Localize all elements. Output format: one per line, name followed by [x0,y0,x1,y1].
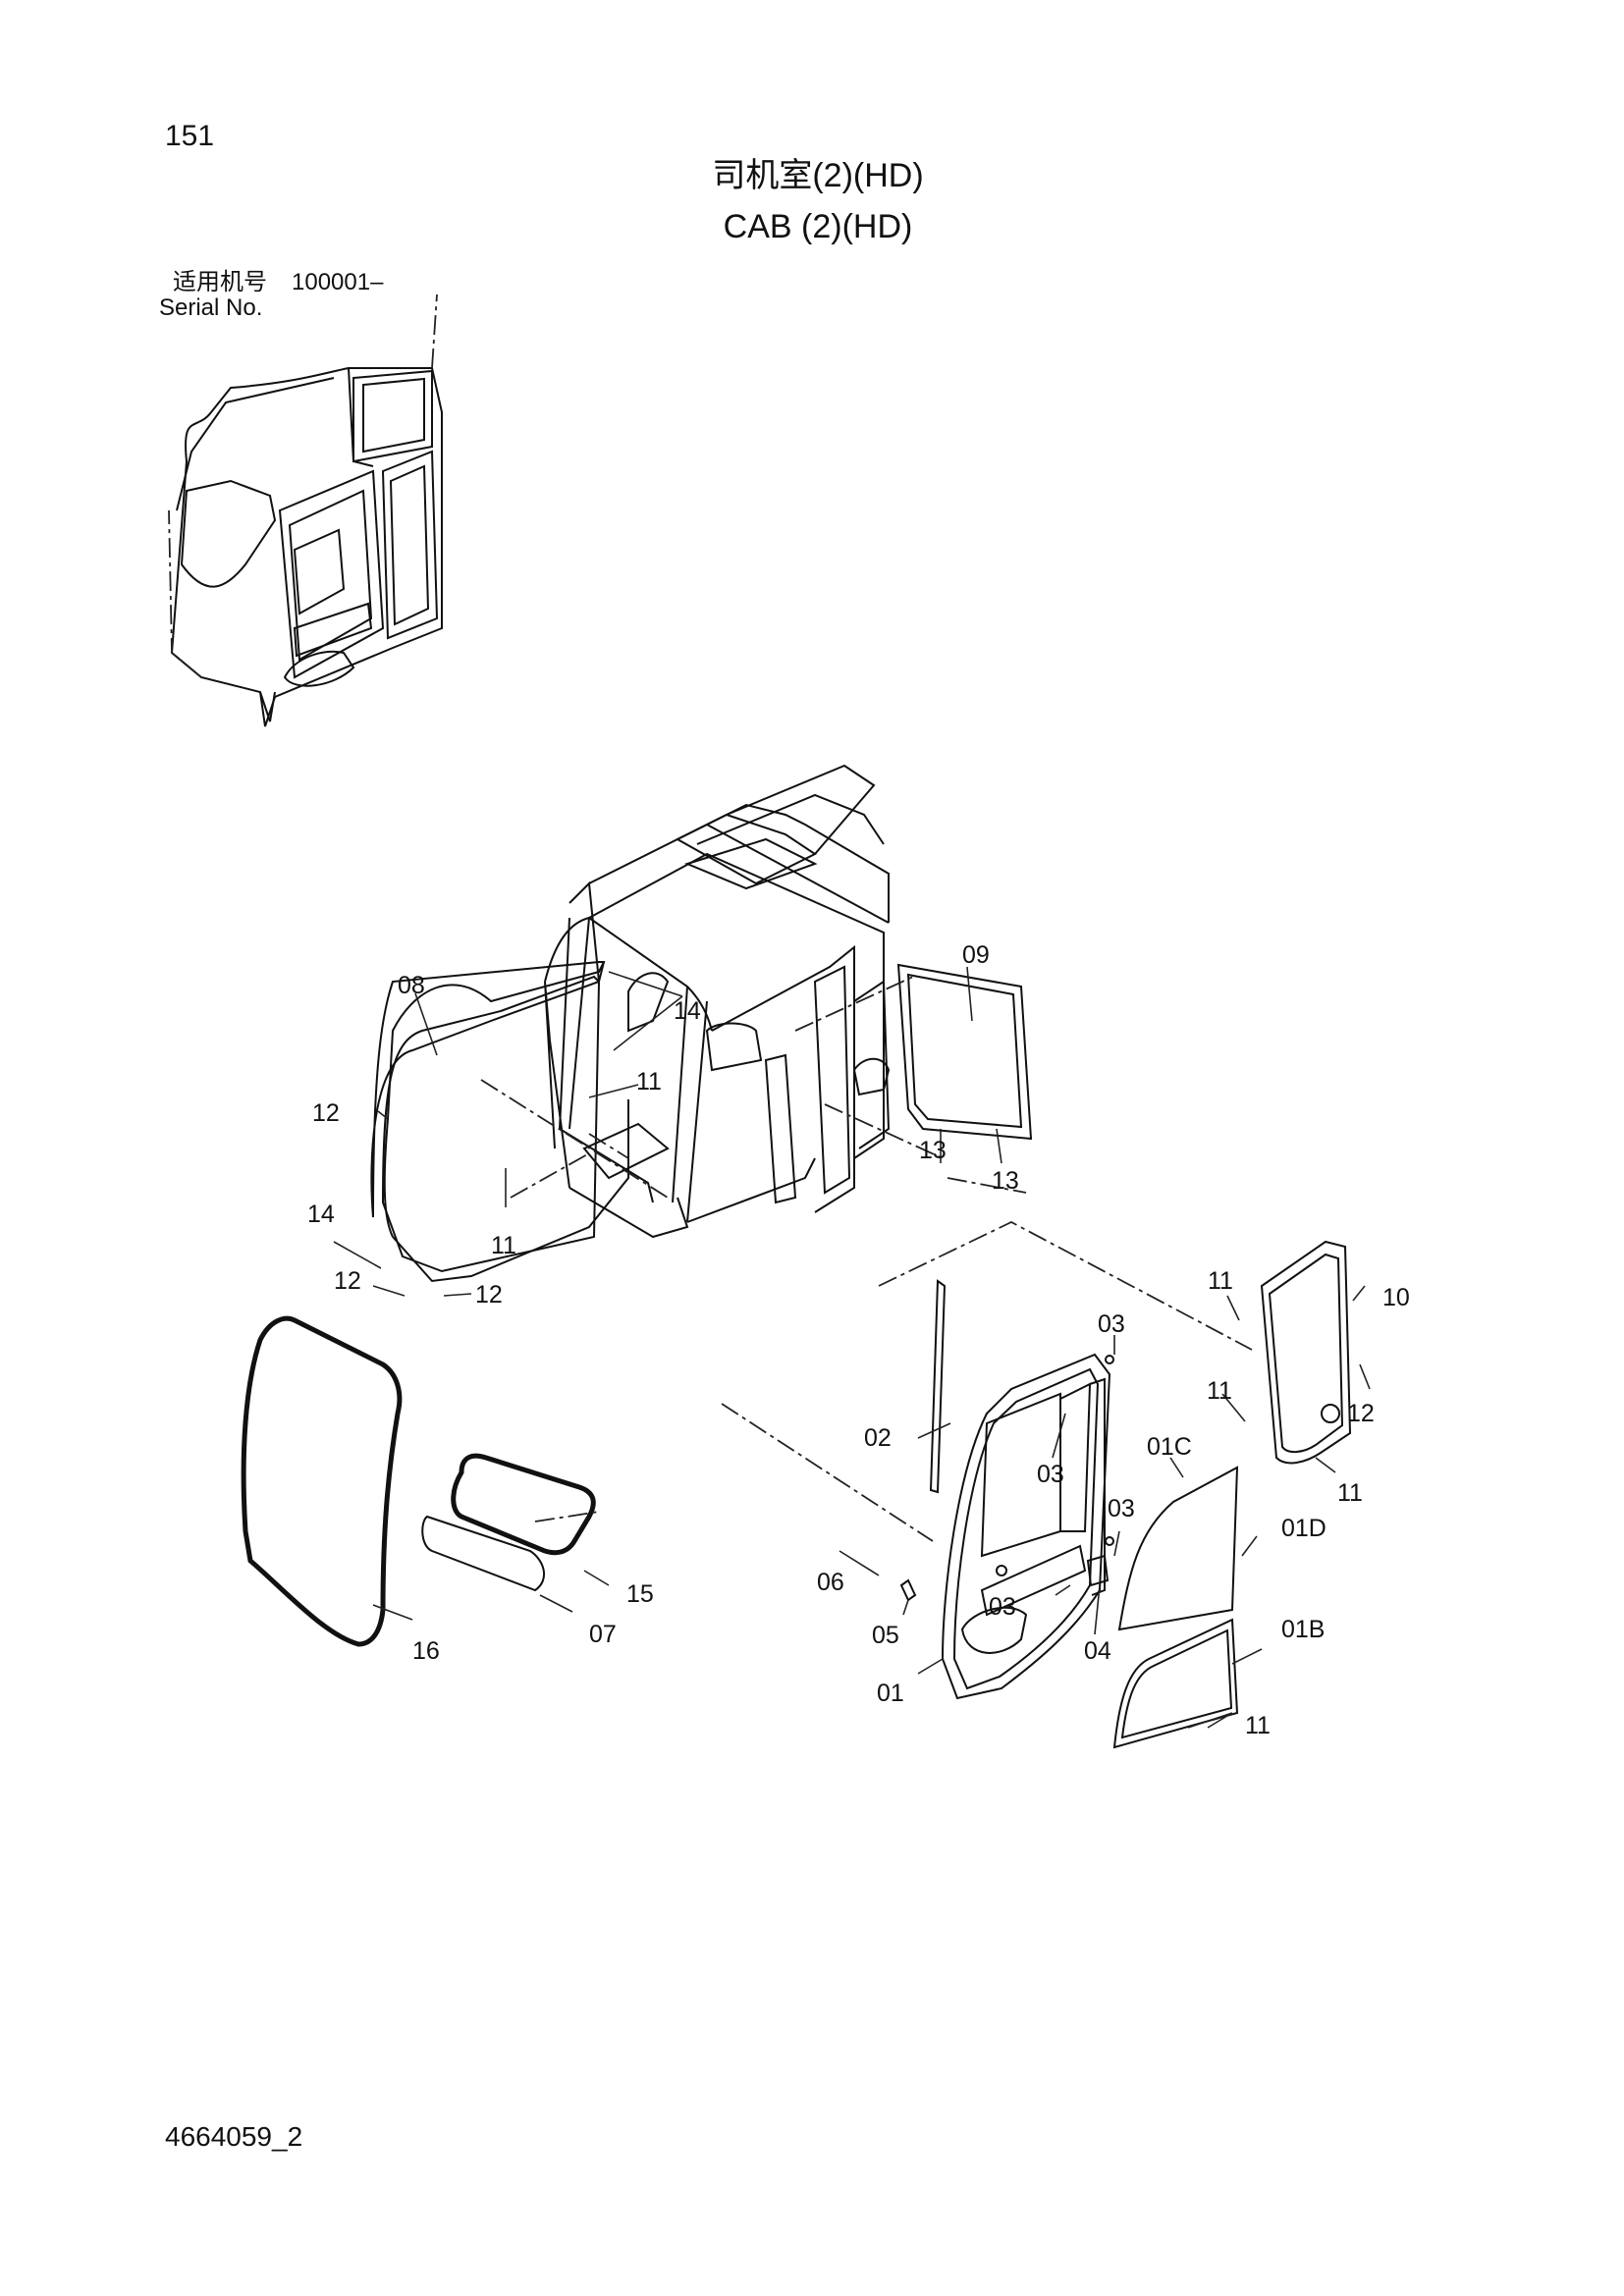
callout-06: 06 [817,1569,844,1596]
document-code: 4664059_2 [165,2121,303,2152]
callout-11: 11 [1337,1479,1363,1507]
glass-panel-10 [1260,1240,1352,1465]
title-chinese: 司机室(2)(HD) [712,157,924,194]
callout-12: 12 [475,1281,503,1308]
callout-10: 10 [1382,1284,1410,1311]
page-number: 151 [165,120,215,152]
title-english: CAB (2)(HD) [723,208,913,245]
callout-09: 09 [962,941,990,969]
callout-03: 03 [1108,1495,1135,1522]
callout-12: 12 [1347,1400,1375,1427]
callout-08: 08 [398,972,425,999]
serial-label-chinese: 适用机号 [173,269,267,295]
callout-07: 07 [589,1621,617,1648]
callout-01c: 01C [1147,1433,1192,1461]
callout-01d: 01D [1281,1515,1326,1542]
callout-11: 11 [636,1068,662,1095]
callout-16: 16 [412,1637,440,1665]
glass-panel-09 [896,963,1033,1141]
lower-glass-07 [421,1515,545,1592]
door-glass-01b [1112,1618,1239,1749]
cab-frame-illustration [544,764,891,1239]
callout-05: 05 [872,1622,899,1649]
callout-12: 12 [312,1099,340,1127]
seal-15 [451,1453,596,1556]
door-seal-02 [929,1279,947,1494]
callout-14: 14 [307,1201,335,1228]
overview-cab-illustration [168,294,443,727]
callout-02: 02 [864,1424,892,1452]
callout-11: 11 [1207,1377,1232,1405]
callout-15: 15 [626,1580,654,1608]
door-assembly-01 [941,1353,1111,1700]
callout-11: 11 [491,1232,516,1259]
glass-panel-08 [370,961,629,1283]
door-glass-01c [1117,1466,1239,1631]
callout-11: 11 [1245,1712,1271,1739]
callout-13: 13 [992,1167,1019,1195]
small-parts [899,1355,1114,1602]
assembly-lines [480,976,1253,1542]
callout-13: 13 [919,1137,947,1164]
callout-11: 11 [1208,1267,1233,1295]
callout-01b: 01B [1281,1616,1325,1643]
serial-label-english: Serial No. [159,294,263,321]
front-glass-16 [241,1315,403,1647]
leader-lines [333,966,1371,1729]
callout-04: 04 [1084,1637,1111,1665]
callout-14: 14 [674,997,701,1025]
serial-number-value: 100001– [292,269,384,295]
callouts: 08 09 14 11 12 13 13 11 14 12 12 11 10 0… [307,941,1410,1739]
callout-03: 03 [989,1593,1016,1621]
callout-03: 03 [1098,1310,1125,1338]
callout-03: 03 [1037,1461,1064,1488]
callout-01: 01 [877,1680,904,1707]
callout-12: 12 [334,1267,361,1295]
